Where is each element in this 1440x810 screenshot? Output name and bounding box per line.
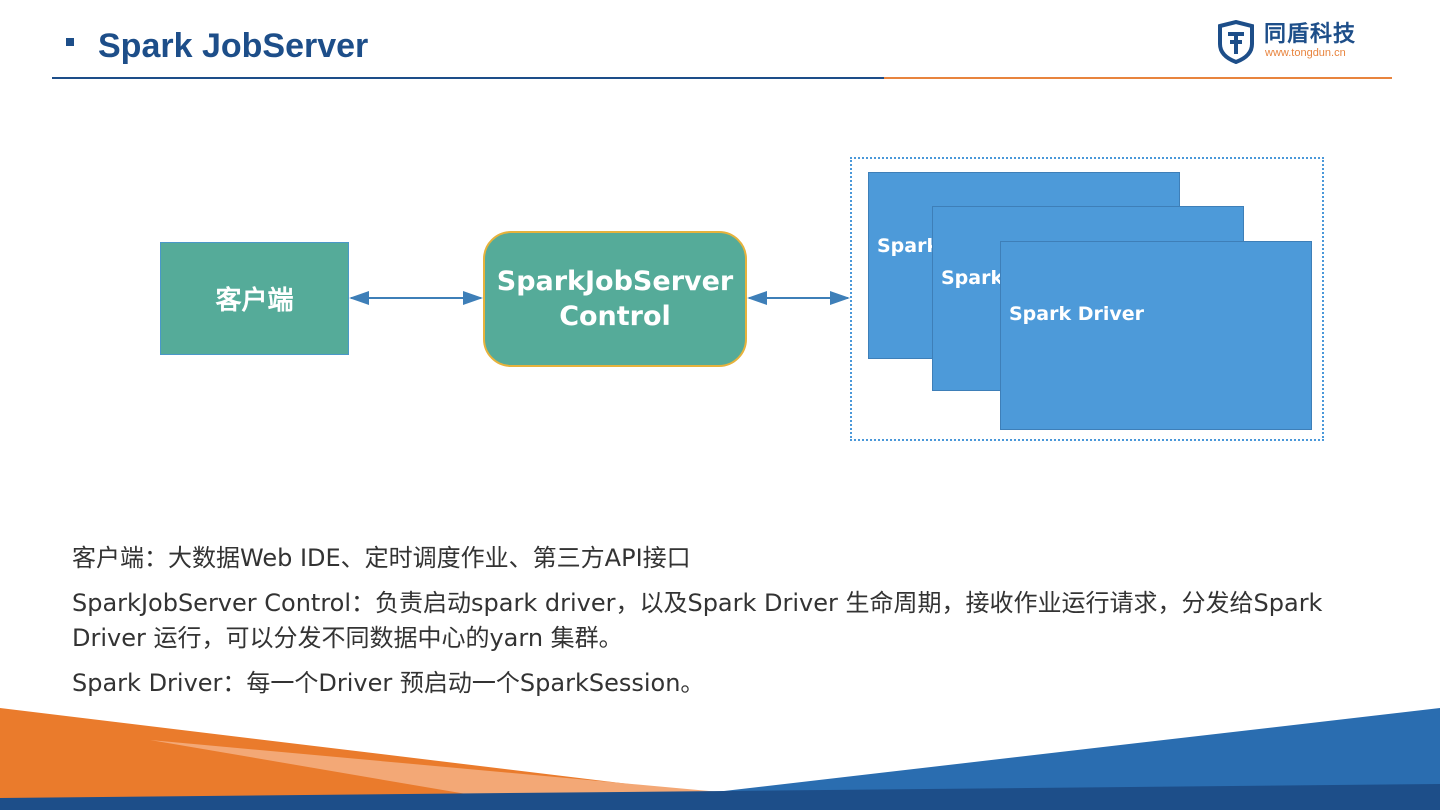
client-node-label: 客户端 bbox=[215, 286, 294, 316]
spark-driver-node-3-label: Spark Driver bbox=[1009, 303, 1145, 325]
header-rule-blue bbox=[52, 77, 884, 79]
diagram-connectors bbox=[349, 291, 850, 305]
description-driver: Spark Driver：每一个Driver 预启动一个SparkSession… bbox=[72, 669, 705, 697]
shield-logo-icon bbox=[1218, 20, 1254, 64]
control-node-label-line1: SparkJobServer bbox=[496, 266, 734, 297]
spark-driver-node-3: Spark Driver bbox=[1000, 241, 1312, 430]
spark-driver-node-1-label: Spark bbox=[877, 235, 940, 257]
architecture-diagram: 客户端 SparkJobServer Control Spark Spark S… bbox=[160, 157, 1324, 441]
footer-decoration bbox=[0, 708, 1440, 810]
description-client: 客户端：大数据Web IDE、定时调度作业、第三方API接口 bbox=[72, 544, 691, 572]
footer-blue-wave bbox=[560, 708, 1440, 810]
footer-dark-blue-band bbox=[0, 784, 1440, 810]
driver-pool-boundary bbox=[850, 157, 1324, 441]
logo-company-name: 同盾科技 bbox=[1264, 22, 1357, 47]
page-title: Spark JobServer bbox=[98, 27, 369, 65]
header-rule-orange bbox=[884, 77, 1392, 79]
description-control: SparkJobServer Control：负责启动spark driver，… bbox=[72, 589, 1323, 652]
title-bullet bbox=[66, 38, 74, 46]
logo-company-url: www.tongdun.cn bbox=[1265, 47, 1346, 59]
control-node-label-line2: Control bbox=[559, 301, 671, 332]
sparkjobserver-control-node: SparkJobServer Control bbox=[483, 231, 747, 367]
client-node: 客户端 bbox=[160, 242, 349, 355]
spark-driver-node-2-label: Spark bbox=[941, 267, 1004, 289]
company-logo: 同盾科技 www.tongdun.cn bbox=[1216, 20, 1376, 68]
